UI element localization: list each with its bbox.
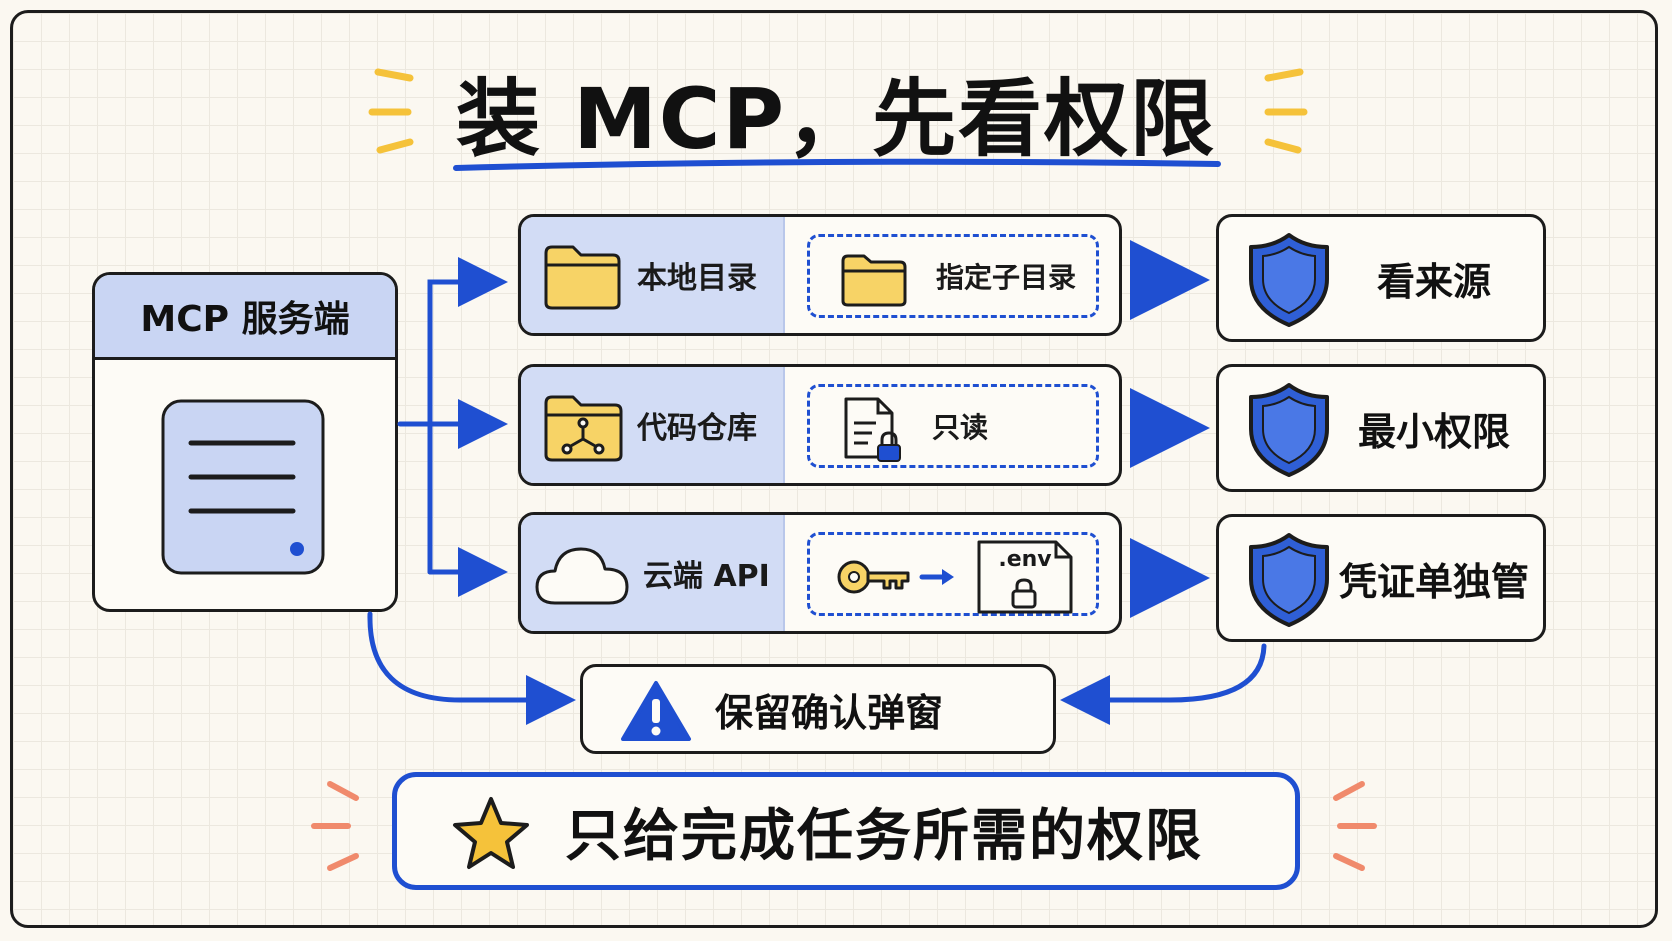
- row-local-directory: 本地目录 指定子目录: [518, 214, 1122, 336]
- key-to-env-arrow: [837, 560, 954, 594]
- env-file-label: .env: [998, 547, 1052, 572]
- row-code-repository: 代码仓库 只读: [518, 364, 1122, 486]
- spark-line: [1264, 68, 1304, 82]
- scope-label: 只读: [932, 411, 989, 444]
- spark-line: [1264, 138, 1302, 154]
- server-document-icon: [161, 399, 325, 575]
- row-label: 本地目录: [637, 261, 757, 296]
- principle-box: 最小权限: [1216, 364, 1546, 492]
- scope-box: 指定子目录: [807, 234, 1099, 318]
- principle-label: 凭证单独管: [1338, 559, 1529, 604]
- scope-box: .env: [807, 532, 1099, 616]
- spark-line: [374, 68, 414, 82]
- repo-folder-icon: [544, 395, 623, 462]
- folder-icon: [544, 245, 621, 310]
- arrow-to-local-dir: [427, 257, 508, 575]
- principle-label: 看来源: [1376, 259, 1491, 304]
- principle-box: 凭证单独管: [1216, 514, 1546, 642]
- arrow-principle-to-confirm: [1060, 643, 1267, 725]
- env-file-card: .env: [976, 539, 1074, 615]
- confirm-label: 保留确认弹窗: [715, 690, 944, 735]
- confirm-dialog-box: 保留确认弹窗: [580, 664, 1056, 754]
- key-icon: [837, 560, 910, 594]
- title-underline: [453, 158, 1221, 171]
- arrow-server-to-confirm: [367, 611, 576, 725]
- shield-icon: [1249, 383, 1329, 477]
- summary-banner: 只给完成任务所需的权限: [392, 772, 1300, 890]
- star-icon: [453, 797, 529, 869]
- scope-box: 只读: [807, 384, 1099, 468]
- warning-icon: [621, 681, 691, 741]
- locked-document-icon: [844, 397, 901, 462]
- shield-icon: [1249, 533, 1329, 627]
- row-label: 代码仓库: [637, 411, 757, 446]
- mcp-server-card: MCP 服务端: [92, 272, 398, 612]
- scope-label: 指定子目录: [936, 261, 1077, 294]
- principle-box: 看来源: [1216, 214, 1546, 342]
- spark-line: [327, 781, 359, 801]
- server-label: MCP 服务端: [95, 275, 395, 360]
- env-file-icon: [977, 540, 1073, 614]
- cloud-icon: [535, 547, 629, 605]
- row-cloud-api: 云端 API .env: [518, 512, 1122, 634]
- spark-line: [1333, 853, 1365, 871]
- spark-line: [1333, 781, 1365, 801]
- folder-icon: [841, 254, 907, 307]
- principle-label: 最小权限: [1357, 409, 1510, 454]
- shield-icon: [1249, 233, 1329, 327]
- spark-line: [327, 853, 359, 871]
- page-title: 装 MCP，先看权限: [455, 70, 1217, 168]
- spark-line: [376, 138, 414, 154]
- summary-label: 只给完成任务所需的权限: [565, 803, 1203, 869]
- row-label: 云端 API: [643, 559, 770, 594]
